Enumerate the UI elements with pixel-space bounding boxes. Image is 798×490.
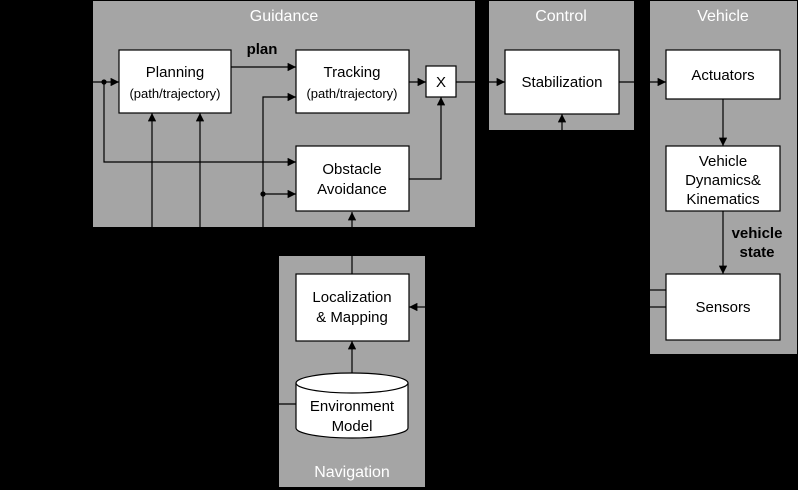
actuators-label: Actuators xyxy=(691,67,754,84)
obstacle-avoidance-line-2: Avoidance xyxy=(317,181,387,198)
vehicle-dynamics-line-2: Dynamics& xyxy=(685,172,761,189)
planning-block: Planning (path/trajectory) xyxy=(118,49,232,114)
environment-model-line-2: Model xyxy=(332,418,373,435)
guidance-title: Guidance xyxy=(250,8,319,25)
wire-feedback-tracking xyxy=(262,92,296,227)
multiplier-block: X xyxy=(425,65,457,98)
vehicle-dynamics-block: Vehicle Dynamics& Kinematics xyxy=(665,145,781,212)
tracking-subtitle: (path/trajectory) xyxy=(306,86,397,101)
plan-label: plan xyxy=(247,41,278,58)
obstacle-avoidance-line-1: Obstacle xyxy=(322,161,381,178)
localization-line-1: Localization xyxy=(312,289,391,306)
obstacle-avoidance-block: Obstacle Avoidance xyxy=(295,145,410,212)
sensors-label: Sensors xyxy=(695,299,750,316)
guidance-group: Guidance xyxy=(93,1,475,227)
wire-obstacle-multiplier xyxy=(409,97,446,180)
vehicle-state-label-line-1: vehicle xyxy=(732,225,783,242)
control-title: Control xyxy=(535,8,587,25)
connections xyxy=(93,62,728,405)
junction-dot-feedback xyxy=(260,191,266,197)
tracking-block: Tracking (path/trajectory) xyxy=(295,49,410,114)
actuators-block: Actuators xyxy=(665,49,781,100)
vehicle-dynamics-line-3: Kinematics xyxy=(686,191,759,208)
vehicle-state-label-line-2: state xyxy=(739,244,774,261)
sensors-block: Sensors xyxy=(665,273,781,341)
stabilization-block: Stabilization xyxy=(504,49,620,115)
vehicle-dynamics-line-1: Vehicle xyxy=(699,153,747,170)
wire-input-obstacle xyxy=(103,82,296,167)
stabilization-label: Stabilization xyxy=(522,74,603,91)
environment-model-line-1: Environment xyxy=(310,398,395,415)
environment-model-cylinder: Environment Model xyxy=(295,372,409,439)
tracking-title: Tracking xyxy=(324,64,381,81)
localization-block: Localization & Mapping xyxy=(295,273,410,342)
localization-line-2: & Mapping xyxy=(316,309,388,326)
navigation-title: Navigation xyxy=(314,464,390,481)
vehicle-title: Vehicle xyxy=(697,8,749,25)
junction-dot-left xyxy=(101,79,107,85)
planning-subtitle: (path/trajectory) xyxy=(129,86,220,101)
multiplier-label: X xyxy=(436,74,446,91)
planning-title: Planning xyxy=(146,64,204,81)
